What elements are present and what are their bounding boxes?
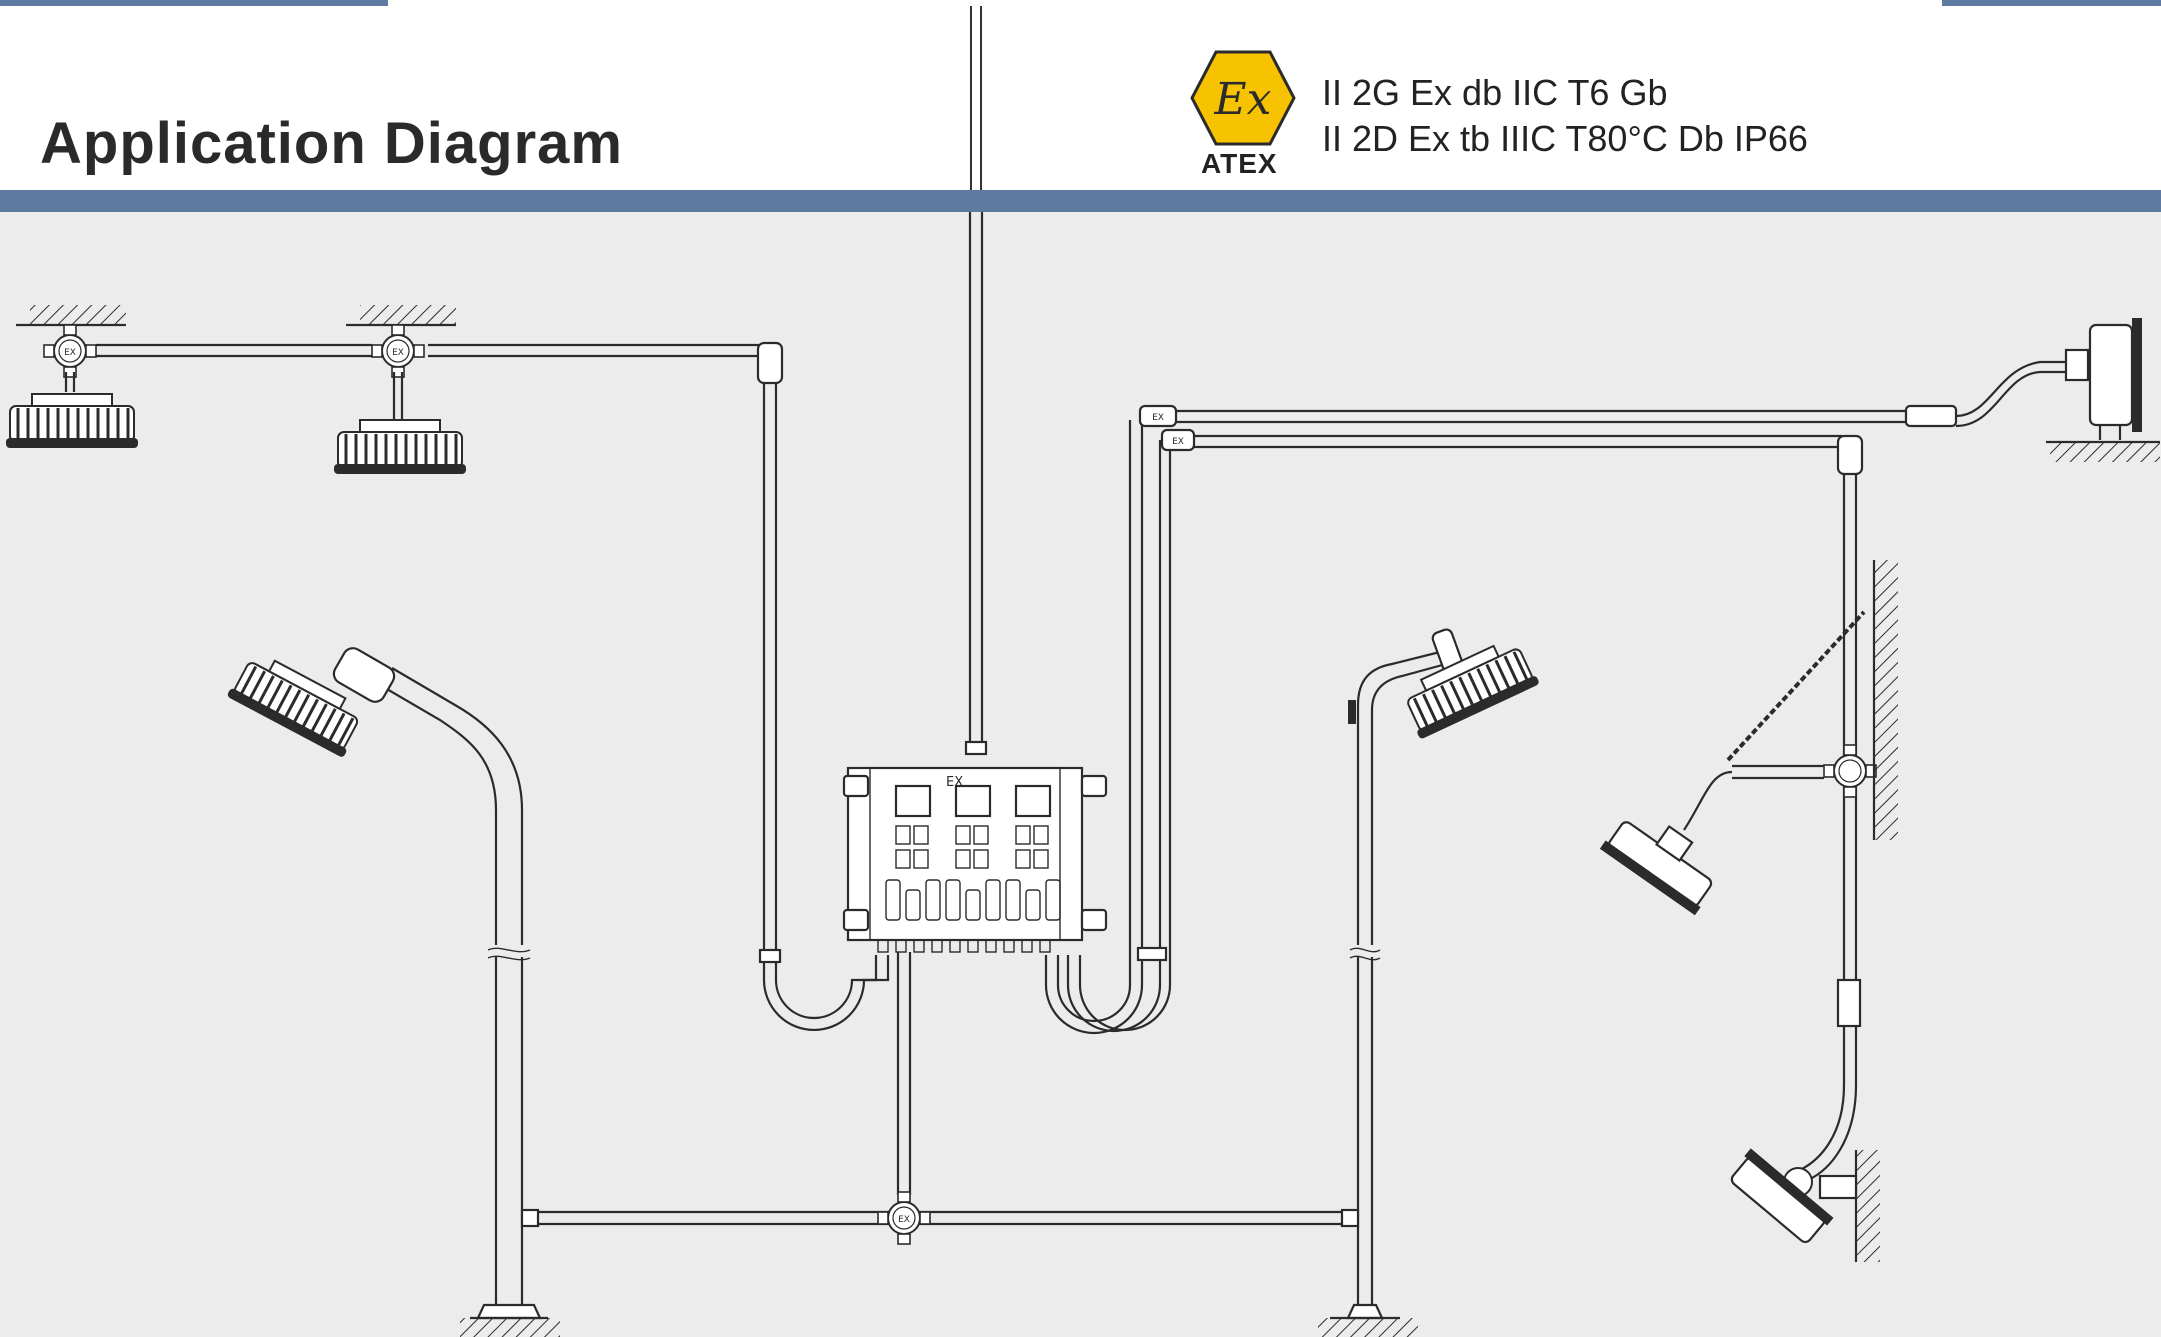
right-pole-floodlight — [1318, 628, 1542, 1337]
explosion-proof-distribution-box: EX — [842, 766, 1108, 953]
conduit-elbow-fitting — [756, 341, 784, 385]
ceiling-highbay-light-2: EX — [332, 324, 468, 476]
svg-text:EX: EX — [1152, 413, 1164, 423]
svg-text:EX: EX — [1172, 437, 1184, 447]
bottom-wall-floodlight — [1730, 1148, 1858, 1244]
atex-ex-icon: Ex — [1190, 50, 1296, 146]
atex-logo-text: Ex — [1214, 74, 1272, 125]
header-divider-band — [0, 190, 2161, 212]
right-vertical-conduit — [1799, 474, 1877, 1182]
bottom-junction-label: EX — [898, 1215, 910, 1225]
application-diagram: EX EX EX — [0, 212, 2161, 1337]
top-accent-band-right — [1942, 0, 2161, 6]
ceiling-hatch-1 — [16, 305, 126, 327]
atex-label: ATEX — [1201, 148, 1278, 179]
top-left-conduit-run — [96, 341, 784, 950]
bottom-conduit-run: EX — [520, 1191, 1360, 1245]
header-vertical-conduit — [970, 6, 982, 190]
left-conduit-loop — [758, 948, 890, 1032]
top-accent-band-left — [0, 0, 388, 6]
right-wall-hatch — [1854, 560, 1898, 1262]
angled-pendant-floodlight — [1599, 610, 1866, 916]
certification-gas: II 2G Ex db IIC T6 Gb — [1322, 72, 1668, 113]
ceiling-highbay-light-1: EX — [4, 324, 140, 450]
main-feed-conduit — [964, 212, 988, 756]
right-conduit-loops: EX EX — [1044, 404, 1906, 1035]
svg-text:EX: EX — [64, 348, 76, 358]
ceiling-hatch-2 — [346, 305, 456, 327]
certification-dust: II 2D Ex tb IIIC T80°C Db IP66 — [1322, 118, 1808, 159]
box-to-bottom-conduit — [896, 952, 912, 1195]
page-title: Application Diagram — [40, 111, 623, 176]
top-right-floodlight — [1904, 318, 2160, 462]
left-pole-floodlight — [224, 647, 560, 1337]
svg-text:EX: EX — [392, 348, 404, 358]
